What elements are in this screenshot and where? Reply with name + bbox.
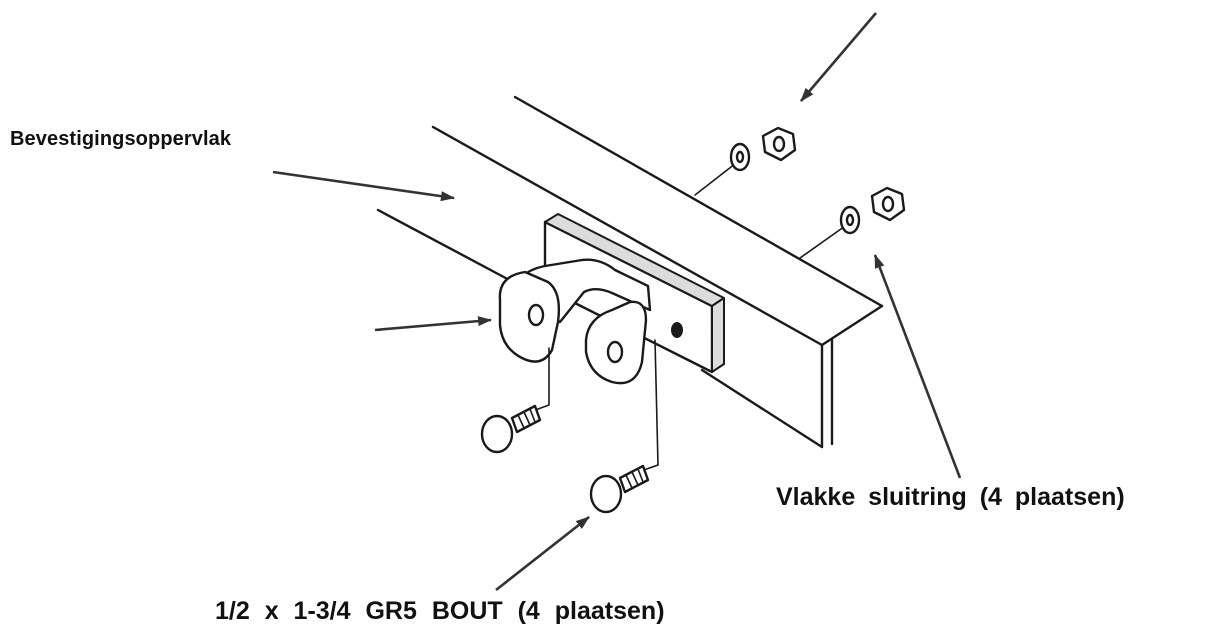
hardware-lower: [799, 186, 906, 259]
bolt-right-shank: [618, 464, 650, 494]
bolt-left-thread: [529, 408, 536, 423]
plate-bolt-hole: [671, 322, 683, 338]
bolt-left-thread: [523, 411, 531, 426]
arrow-bolt: [495, 515, 590, 592]
bolt-right-head: [589, 474, 623, 514]
arrow-mounting-surface: [272, 170, 455, 202]
angle-iron: [376, 95, 884, 449]
label-mounting-surface: Bevestigingsoppervlak: [10, 128, 232, 150]
clevis-right-hole: [606, 340, 624, 364]
bolt-right: [589, 339, 659, 514]
rail-end-top: [820, 304, 884, 347]
rail-fold-edge: [431, 125, 824, 347]
washer-lower-hole: [845, 213, 855, 227]
bolt-right-thread: [637, 468, 644, 483]
arrow-flat-washer: [873, 254, 962, 479]
label-bolt: 1/2 x 1-3/4 GR5 BOUT (4 plaatsen): [215, 597, 665, 625]
arrow-clevis: [374, 316, 492, 332]
rail-lower-edge: [376, 208, 517, 285]
nut-lower-hole: [881, 195, 895, 213]
clevis-bracket: [498, 258, 652, 385]
washer-upper-hole: [735, 150, 745, 164]
nut-upper-hole: [772, 135, 786, 153]
clevis-left-hole: [527, 303, 545, 327]
bolt-left-shank: [510, 404, 542, 434]
plate-side: [711, 297, 725, 373]
bolt-right-thread: [625, 474, 633, 489]
rail-bottom-edge: [700, 368, 824, 449]
bolt-left: [480, 347, 550, 454]
hardware-upper: [694, 126, 797, 196]
label-flat-washer: Vlakke sluitring (4 plaatsen): [776, 483, 1125, 511]
rail-top-edge: [513, 95, 884, 308]
bolt-axis-lower: [799, 223, 849, 259]
bolt-right-thread: [631, 471, 639, 486]
bolt-left-thread: [517, 414, 525, 429]
arrow-nut: [800, 12, 877, 102]
bolt-left-head: [480, 414, 514, 454]
